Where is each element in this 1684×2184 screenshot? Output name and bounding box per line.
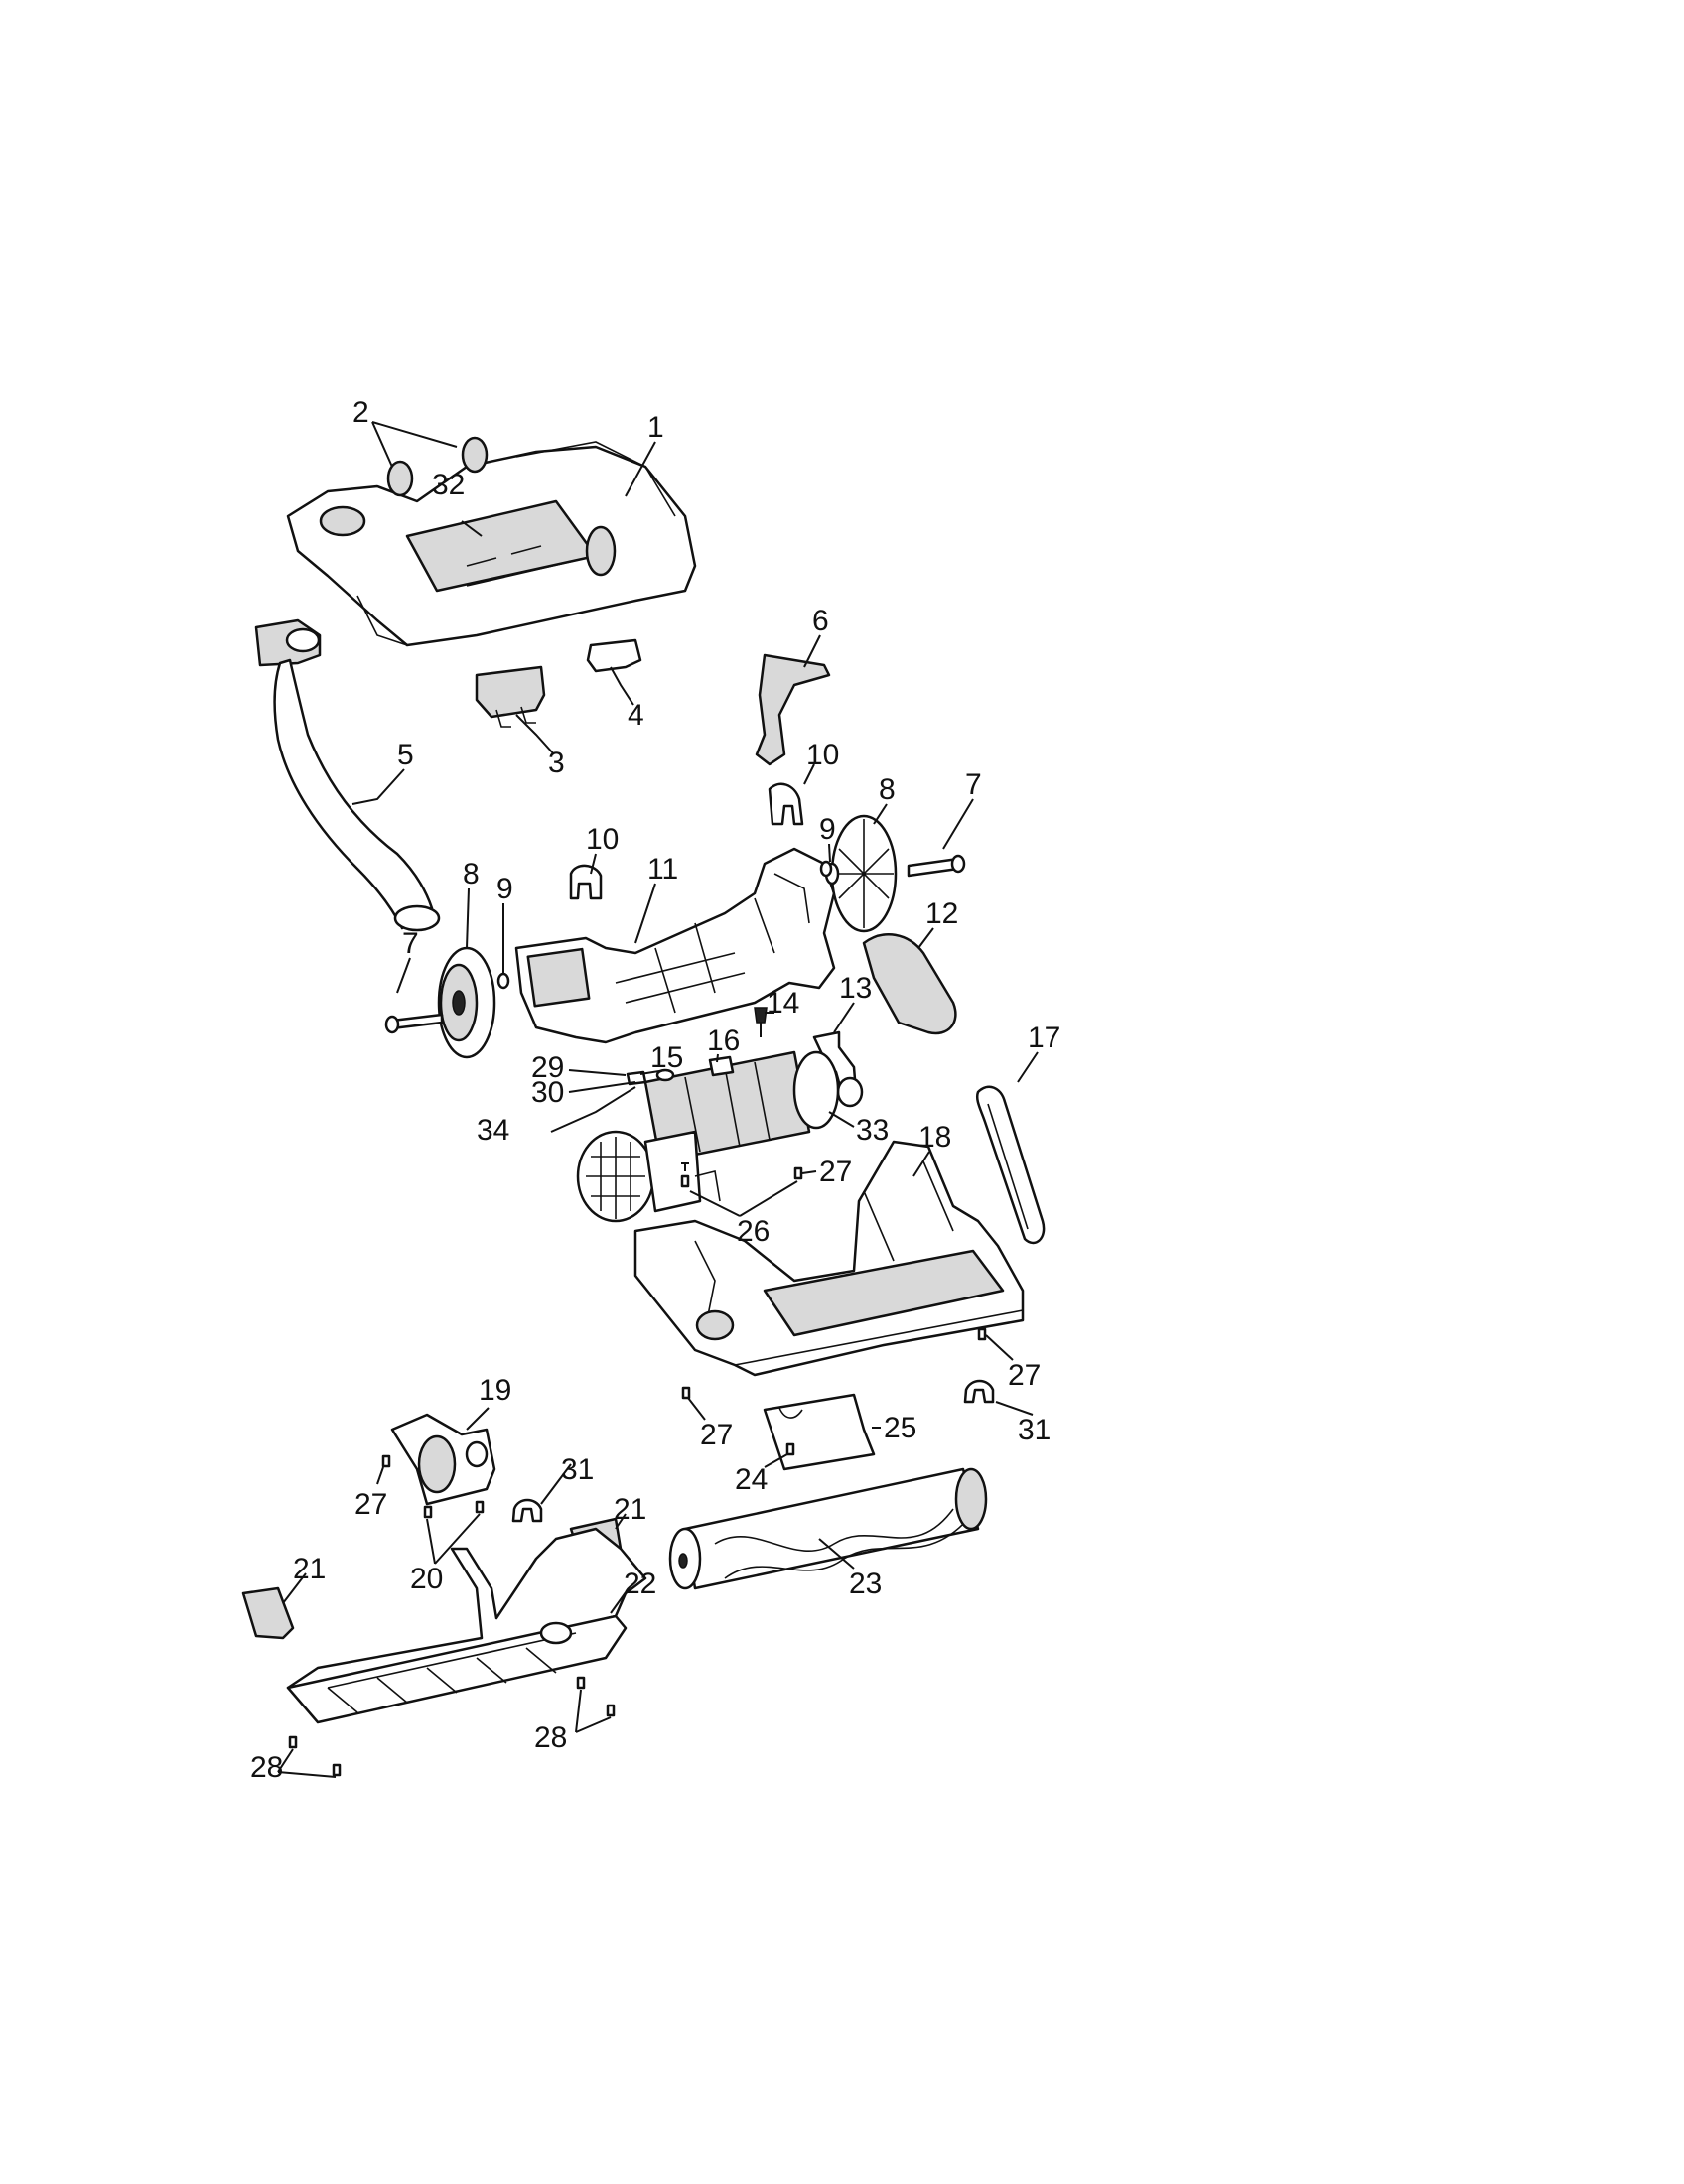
label-11: 11 (647, 853, 678, 886)
label-3: 3 (548, 747, 565, 779)
label-25: 25 (884, 1412, 916, 1444)
clip-part (586, 638, 642, 673)
label-6: 6 (812, 605, 829, 637)
label-27c: 27 (700, 1419, 733, 1451)
screws (288, 1162, 987, 1777)
label-29: 29 (531, 1051, 564, 1084)
label-9b: 9 (819, 813, 836, 846)
callout-labels: 1 2 32 3 4 5 6 10 9 8 7 10 11 8 9 7 12 1… (250, 396, 1060, 1784)
label-17: 17 (1028, 1022, 1060, 1054)
label-21b: 21 (614, 1493, 646, 1526)
lower-housing (633, 1140, 1025, 1377)
label-10a: 10 (586, 823, 619, 856)
latch-block (475, 665, 546, 728)
label-19: 19 (479, 1374, 511, 1407)
label-15: 15 (650, 1041, 683, 1074)
label-20: 20 (410, 1563, 443, 1595)
hood-caps (386, 436, 489, 497)
label-7b: 7 (965, 768, 982, 801)
hood-cover (286, 441, 697, 647)
label-1: 1 (647, 411, 664, 444)
label-18: 18 (918, 1121, 951, 1154)
bottom-plate (286, 1527, 647, 1724)
label-28b: 28 (534, 1721, 567, 1754)
base-chassis (514, 847, 836, 1044)
label-16: 16 (707, 1024, 740, 1057)
label-34: 34 (477, 1114, 509, 1147)
label-26: 26 (737, 1215, 770, 1248)
label-30: 30 (531, 1076, 564, 1109)
label-27d: 27 (354, 1488, 387, 1521)
label-9a: 9 (496, 873, 513, 905)
label-7a: 7 (402, 927, 419, 960)
height-lever (755, 653, 831, 766)
label-2: 2 (352, 396, 369, 429)
label-24: 24 (735, 1463, 768, 1496)
small-connectors (626, 1055, 735, 1086)
label-12: 12 (925, 897, 958, 930)
right-wheel (819, 814, 966, 933)
drive-belt (976, 1085, 1046, 1245)
label-32: 32 (432, 469, 465, 501)
label-8b: 8 (879, 773, 896, 806)
label-33: 33 (856, 1114, 889, 1147)
side-latch-left (241, 1586, 295, 1640)
label-28a: 28 (250, 1751, 283, 1784)
label-27b: 27 (1008, 1359, 1041, 1392)
clip-left (511, 1498, 543, 1523)
small-spring (754, 1007, 768, 1037)
label-23: 23 (849, 1568, 882, 1600)
label-5: 5 (397, 739, 414, 771)
hose-elbow (254, 618, 441, 932)
label-10b: 10 (806, 739, 839, 771)
left-wheel (384, 946, 510, 1059)
label-22: 22 (624, 1568, 656, 1600)
clip-right (963, 1379, 995, 1404)
label-8a: 8 (463, 858, 480, 890)
label-14: 14 (767, 987, 799, 1020)
label-31a: 31 (561, 1453, 594, 1486)
brush-roll (668, 1467, 988, 1590)
label-4: 4 (628, 699, 644, 732)
leader-lines (277, 421, 1039, 1778)
air-duct (390, 1413, 496, 1506)
belt-cover (862, 933, 957, 1035)
motor-assembly (576, 1050, 840, 1223)
label-27a: 27 (819, 1156, 852, 1188)
label-13: 13 (839, 972, 872, 1005)
label-21a: 21 (293, 1553, 326, 1585)
label-31b: 31 (1018, 1414, 1051, 1446)
spring-clips (569, 782, 804, 900)
